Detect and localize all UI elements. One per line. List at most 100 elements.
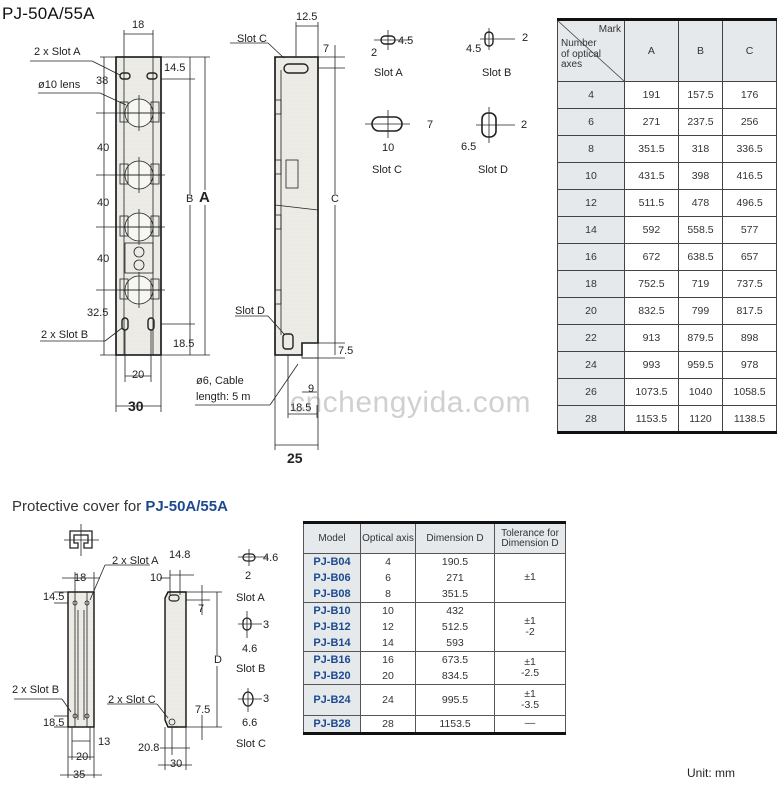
cell-c: 336.5 bbox=[722, 135, 777, 163]
cover-cell-axis: 6 bbox=[360, 570, 416, 586]
cover-cell-axis: 8 bbox=[360, 586, 416, 603]
cell-a: 752.5 bbox=[624, 270, 679, 298]
cable-label-1: ø6, Cable bbox=[196, 375, 244, 387]
cell-c: 176 bbox=[722, 81, 777, 109]
cover-cell-d: 673.5 bbox=[415, 651, 495, 668]
cover-cell-axis: 24 bbox=[360, 684, 416, 716]
cell-b: 638.5 bbox=[677, 243, 724, 271]
cell-a: 271 bbox=[624, 108, 679, 136]
cell-c: 496.5 bbox=[722, 189, 777, 217]
dim-18-5: 18.5 bbox=[173, 338, 195, 350]
dim-b: B bbox=[186, 193, 194, 205]
cover-cell-model: PJ-B24 bbox=[303, 684, 361, 716]
dim-18: 18 bbox=[132, 19, 145, 31]
unit-label: Unit: mm bbox=[687, 766, 735, 780]
slot-c-title: Slot C bbox=[372, 164, 402, 176]
dim-30: 30 bbox=[128, 398, 144, 414]
cover-cell-model: PJ-B28 bbox=[303, 715, 361, 734]
cover-slot-b-title: Slot B bbox=[236, 663, 266, 675]
cover-cell-d: 1153.5 bbox=[415, 715, 495, 734]
cell-a: 511.5 bbox=[624, 189, 679, 217]
cover-header-tolerance: Tolerance for Dimension D bbox=[494, 522, 566, 554]
cover-cell-axis: 28 bbox=[360, 715, 416, 734]
cover-cell-model: PJ-B04 bbox=[303, 553, 361, 570]
cell-a: 191 bbox=[624, 81, 679, 109]
cell-axes: 26 bbox=[557, 378, 625, 406]
cover-dim-18-5: 18.5 bbox=[43, 717, 65, 729]
dim-pitch-2: 40 bbox=[97, 197, 110, 209]
cell-c: 577 bbox=[722, 216, 777, 244]
dim-20: 20 bbox=[132, 369, 145, 381]
cell-c: 256 bbox=[722, 108, 777, 136]
slot-b-h: 2 bbox=[522, 32, 529, 44]
dim-c: C bbox=[331, 193, 339, 205]
dim-32-5: 32.5 bbox=[87, 307, 109, 319]
cable-label-2: length: 5 m bbox=[196, 391, 251, 403]
cover-cell-tolerance: — bbox=[494, 715, 566, 734]
cover-dim-20-8: 20.8 bbox=[138, 742, 160, 754]
protective-cover-title: Protective cover for PJ-50A/55A bbox=[12, 498, 228, 515]
cover-cell-axis: 10 bbox=[360, 602, 416, 619]
cell-b: 799 bbox=[677, 297, 724, 325]
slot-a-callout: 2 x Slot A bbox=[34, 46, 81, 58]
cover-cell-model: PJ-B14 bbox=[303, 635, 361, 652]
slot-d-title: Slot D bbox=[478, 164, 508, 176]
cover-header-model: Model bbox=[303, 522, 361, 554]
dim-9: 9 bbox=[308, 383, 315, 395]
slot-c-w: 10 bbox=[382, 142, 395, 154]
dim-12-5: 12.5 bbox=[296, 11, 318, 23]
cover-cell-axis: 4 bbox=[360, 553, 416, 570]
dim-38: 38 bbox=[96, 75, 109, 87]
cover-cell-model: PJ-B12 bbox=[303, 619, 361, 635]
drawing-title: PJ-50A/55A bbox=[2, 4, 95, 23]
cell-a: 672 bbox=[624, 243, 679, 271]
cover-slot-a-callout: 2 x Slot A bbox=[112, 555, 159, 567]
cover-slot-b-w: 4.6 bbox=[242, 643, 258, 655]
slot-b-callout: 2 x Slot B bbox=[41, 329, 89, 341]
column-header-a: A bbox=[624, 19, 679, 82]
cell-b: 558.5 bbox=[677, 216, 724, 244]
slot-c-callout: Slot C bbox=[237, 33, 267, 45]
cell-c: 1058.5 bbox=[722, 378, 777, 406]
cell-b: 1120 bbox=[677, 405, 724, 433]
cell-c: 657 bbox=[722, 243, 777, 271]
cell-c: 416.5 bbox=[722, 162, 777, 190]
cell-b: 318 bbox=[677, 135, 724, 163]
cover-cell-model: PJ-B10 bbox=[303, 602, 361, 619]
cell-c: 898 bbox=[722, 324, 777, 352]
cover-cell-model: PJ-B06 bbox=[303, 570, 361, 586]
cover-cell-tolerance: ±1-2.5 bbox=[494, 651, 566, 685]
cover-dim-20: 20 bbox=[76, 751, 89, 763]
cover-dim-7: 7 bbox=[198, 603, 205, 615]
cell-c: 978 bbox=[722, 351, 777, 379]
slot-a-w: 2 bbox=[371, 47, 378, 59]
cover-dim-18: 18 bbox=[74, 572, 87, 584]
cover-slot-a-h: 4.6 bbox=[263, 552, 279, 564]
slot-a-h: 4.5 bbox=[398, 35, 414, 47]
cover-slot-b-callout: 2 x Slot B bbox=[12, 684, 60, 696]
cover-slot-b-h: 3 bbox=[263, 619, 270, 631]
header-mark: Mark bbox=[598, 24, 621, 35]
dim-7-5: 7.5 bbox=[338, 345, 354, 357]
dim-pitch-1: 40 bbox=[97, 142, 110, 154]
column-header-c: C bbox=[722, 19, 777, 82]
cover-dim-13: 13 bbox=[98, 736, 111, 748]
cover-slot-c-h: 3 bbox=[263, 693, 270, 705]
cell-c: 1138.5 bbox=[722, 405, 777, 433]
cover-cell-d: 190.5 bbox=[415, 553, 495, 570]
